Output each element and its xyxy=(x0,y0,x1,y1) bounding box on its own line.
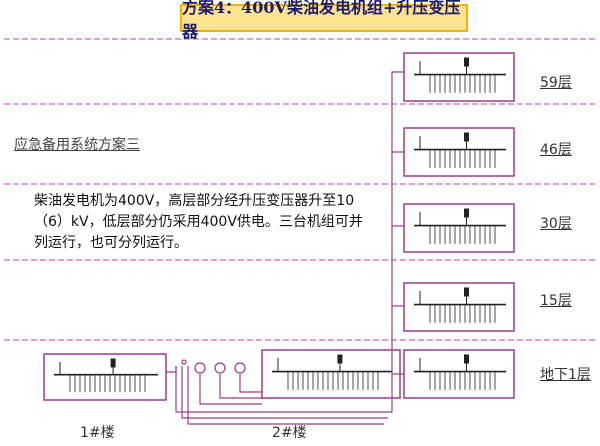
scheme-description: 柴油发电机为400V，高层部分经升压变压器升至10（6）kV，低层部分仍采用40… xyxy=(34,193,363,251)
cable-lower-2 xyxy=(181,366,388,419)
cable-to-59 xyxy=(391,71,404,152)
cable-gen-2 xyxy=(219,374,262,399)
floor-boxes xyxy=(43,52,515,401)
box-b1-left xyxy=(261,349,401,399)
breaker-symbol xyxy=(464,208,469,218)
floor-label-15: 15层 xyxy=(540,293,572,309)
cable-gen-1 xyxy=(199,374,262,405)
breaker-symbol xyxy=(464,354,469,364)
cable-lower-1 xyxy=(175,366,393,413)
gen-dot-1 xyxy=(181,359,187,365)
floor-label-46: 46层 xyxy=(540,142,572,158)
transformer-1 xyxy=(194,362,206,374)
breaker-symbol xyxy=(110,358,116,368)
breaker-symbol xyxy=(337,354,343,364)
building-label-2: 2#楼 xyxy=(272,425,307,441)
cables xyxy=(166,71,404,425)
scheme-title: 方案4：400V柴油发电机组+升压变压器 xyxy=(180,0,468,41)
box-30 xyxy=(403,203,515,253)
box-15 xyxy=(403,282,515,332)
transformer-2 xyxy=(214,362,226,374)
box-46 xyxy=(403,127,515,177)
breaker-symbol xyxy=(464,57,469,67)
cable-gen-3 xyxy=(239,374,262,393)
cable-lower-3 xyxy=(187,366,384,425)
breaker-symbol xyxy=(464,132,469,142)
box-59 xyxy=(403,52,515,102)
floor-label-30: 30层 xyxy=(540,216,572,232)
cable-bld1 xyxy=(166,366,177,373)
breaker-symbol xyxy=(464,287,469,297)
plan-label: 应急备用系统方案三 xyxy=(14,137,140,153)
busbars xyxy=(54,57,506,393)
generator-transformers xyxy=(181,359,246,374)
transformer-3 xyxy=(234,362,246,374)
building-label-1: 1#楼 xyxy=(80,425,115,441)
floor-label-b1: 地下1层 xyxy=(540,367,591,383)
floor-label-59: 59层 xyxy=(540,75,572,91)
box-b1 xyxy=(403,349,515,399)
